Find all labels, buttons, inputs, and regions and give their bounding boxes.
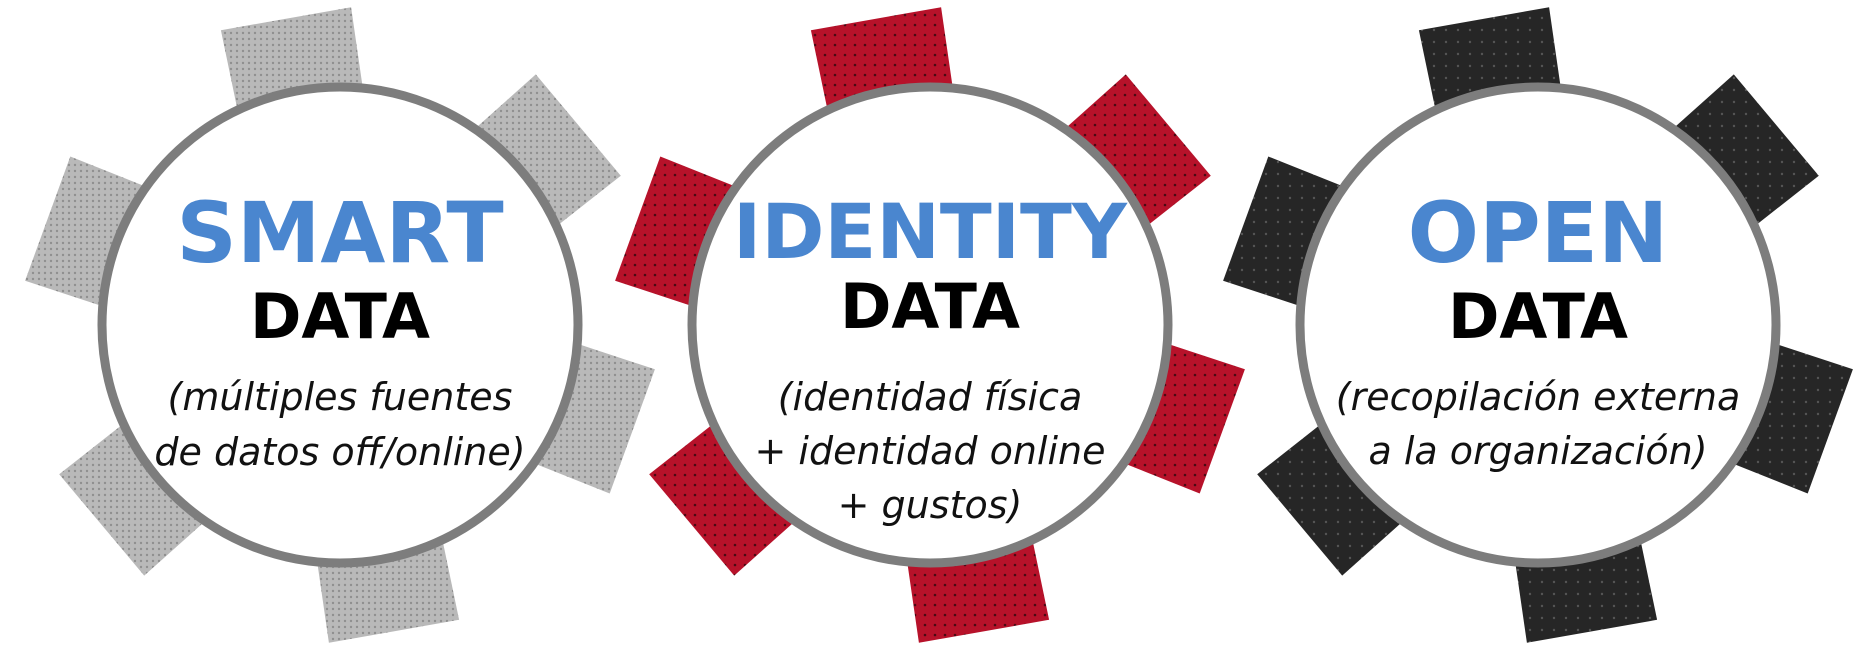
gear-tooth <box>1655 74 1819 242</box>
gear-description-line-1: (múltiples fuentes <box>168 375 513 419</box>
gear-description-line-2: de datos off/online) <box>154 430 525 474</box>
gear-open-data: OPEN DATA (recopilación externa a la org… <box>1223 7 1853 643</box>
gear-description-line-2: + identidad online <box>754 429 1105 473</box>
gear-subtitle: DATA <box>250 280 430 353</box>
gear-subtitle: DATA <box>1448 280 1628 353</box>
gear-identity-data: IDENTITY DATA (identidad física + identi… <box>615 7 1245 643</box>
gear-smart-data: SMART DATA (múltiples fuentes de datos o… <box>25 7 655 643</box>
gear-ring <box>1295 82 1781 568</box>
gear-subtitle: DATA <box>840 270 1020 343</box>
gear-tooth <box>59 409 223 576</box>
gear-title: IDENTITY <box>733 187 1128 276</box>
gear-title: SMART <box>176 184 503 282</box>
gear-description-line-1: (recopilación externa <box>1336 375 1741 419</box>
gear-ring <box>687 82 1173 568</box>
gear-tooth <box>1047 74 1211 242</box>
gear-title: OPEN <box>1408 184 1669 282</box>
gear-ring <box>97 82 583 568</box>
gear-description-line-3: + gustos) <box>838 483 1023 527</box>
gear-tooth <box>457 74 621 242</box>
gear-description-line-1: (identidad física <box>778 375 1083 419</box>
gear-tooth <box>1257 409 1421 576</box>
gear-description-line-2: a la organización) <box>1368 429 1707 473</box>
gear-tooth <box>649 409 813 576</box>
